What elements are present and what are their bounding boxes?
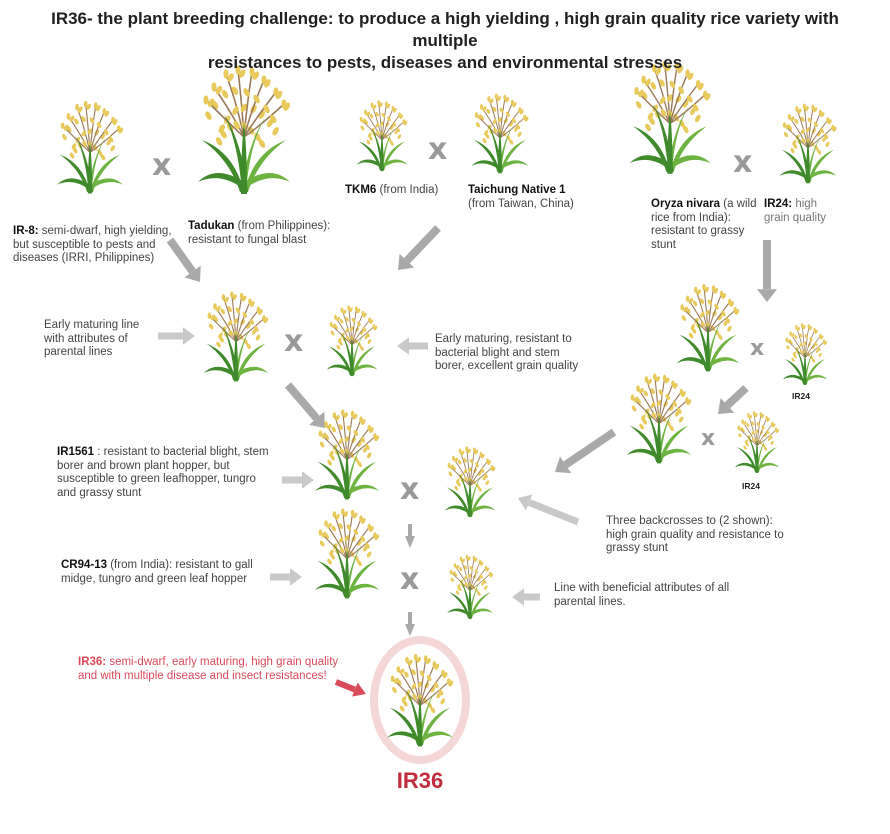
- plant-tadukan: [198, 65, 291, 194]
- flow-arrow: [555, 428, 617, 474]
- cross-symbol: x: [400, 562, 420, 597]
- label-ir36-name: IR36:: [78, 656, 107, 668]
- label-ir24-top-name: IR24:: [764, 198, 793, 210]
- plant-taichung: [471, 93, 529, 174]
- cross-symbol: x: [428, 132, 448, 167]
- plant-early-resistant: [326, 305, 378, 377]
- label-taichung-desc: (from Taiwan, China): [468, 197, 574, 210]
- label-tadukan-name: Tadukan: [188, 220, 235, 232]
- label-taichung-name: Taichung Native 1: [468, 184, 566, 196]
- flow-arrow: [405, 524, 415, 548]
- label-tkm6: TKM6 (from India): [345, 184, 465, 198]
- label-ir1561-name: IR1561: [57, 446, 95, 458]
- flow-arrow: [284, 382, 325, 428]
- label-early-line: Early maturing line with attributes of p…: [44, 319, 140, 358]
- label-early-resistant: Early maturing, resistant to bacterial b…: [435, 333, 579, 372]
- flow-arrow: [166, 237, 201, 282]
- label-ir8-desc: semi-dwarf, high yielding, but susceptib…: [13, 225, 172, 264]
- cross-symbol: x: [400, 472, 420, 507]
- flow-arrow: [158, 327, 195, 345]
- plant-ir8: [56, 100, 124, 194]
- plant-backcross-2: [626, 373, 692, 464]
- ir36-pointer-arrow: [334, 679, 366, 697]
- plant-ir1561: [314, 409, 380, 500]
- title-line-1: IR36- the plant breeding challenge: to p…: [51, 9, 839, 50]
- label-oryza-name: Oryza nivara: [651, 198, 721, 210]
- label-ir36-desc: IR36: semi-dwarf, early maturing, high g…: [78, 656, 343, 683]
- label-tadukan: Tadukan (from Philippines): resistant to…: [188, 220, 353, 247]
- label-tkm6-desc: (from India): [376, 184, 439, 196]
- flow-arrow: [512, 588, 540, 606]
- flow-arrow: [397, 337, 428, 355]
- label-beneficial: Line with beneficial attributes of all p…: [554, 582, 730, 608]
- label-taichung: Taichung Native 1 (from Taiwan, China): [468, 184, 593, 211]
- plant-ir24-small-2: [734, 411, 780, 473]
- title-line-2: resistances to pests, diseases and envir…: [207, 53, 683, 72]
- flow-arrow: [398, 225, 441, 270]
- cross-symbol: x: [733, 145, 753, 180]
- flow-arrow: [757, 240, 777, 302]
- label-ir24-small-2: IR24: [742, 481, 760, 491]
- plant-cr94: [314, 508, 380, 599]
- cross-symbol: x: [284, 324, 304, 359]
- label-cr94: CR94-13 (from India): resistant to gall …: [61, 559, 261, 586]
- cross-symbol: x: [701, 426, 716, 451]
- label-backcross: Three backcrosses to (2 shown): high gra…: [606, 515, 784, 554]
- label-cr94-name: CR94-13: [61, 559, 108, 571]
- label-ir1561: IR1561 : resistant to bacterial blight, …: [57, 446, 272, 500]
- label-cr94-desc: (from India): resistant to gall midge, t…: [61, 559, 253, 585]
- cross-symbol: x: [750, 336, 765, 361]
- diagram-title: IR36- the plant breeding challenge: to p…: [20, 8, 870, 74]
- ir36-highlight-ring: [370, 636, 470, 764]
- flow-arrow: [405, 612, 415, 636]
- plant-beneficial-line: [447, 554, 494, 619]
- label-ir8: IR-8: semi-dwarf, high yielding, but sus…: [13, 225, 173, 266]
- label-ir24-top-desc: high grain quality: [764, 198, 827, 224]
- plant-ir36: [386, 653, 454, 747]
- plant-ir24-top: [779, 103, 837, 184]
- flow-arrow: [270, 568, 302, 586]
- label-tkm6-name: TKM6: [345, 184, 377, 196]
- label-tadukan-desc: (from Philippines): resistant to fungal …: [188, 220, 331, 246]
- label-oryza-desc: (a wild rice from India): resistant to g…: [651, 198, 757, 251]
- plant-oryza-nivara: [629, 60, 711, 174]
- flow-arrow: [518, 494, 580, 526]
- ir36-final-label: IR36: [396, 768, 444, 793]
- flow-arrow: [282, 471, 314, 489]
- plant-tkm6: [356, 100, 408, 172]
- plant-cross-line: [444, 446, 496, 518]
- label-ir24-small-1: IR24: [792, 391, 810, 401]
- plant-ir24-small-1: [782, 323, 828, 385]
- plant-backcross-1: [676, 283, 740, 372]
- label-ir24-top: IR24: high grain quality: [764, 198, 844, 225]
- label-ir8-name: IR-8:: [13, 225, 39, 237]
- cross-symbol: x: [152, 148, 172, 183]
- label-ir36-desc-text: semi-dwarf, early maturing, high grain q…: [78, 656, 339, 682]
- flow-arrow: [718, 385, 749, 414]
- plant-early-line: [203, 291, 269, 382]
- label-ir1561-desc: : resistant to bacterial blight, stem bo…: [57, 446, 269, 499]
- label-oryza: Oryza nivara (a wild rice from India): r…: [651, 198, 759, 252]
